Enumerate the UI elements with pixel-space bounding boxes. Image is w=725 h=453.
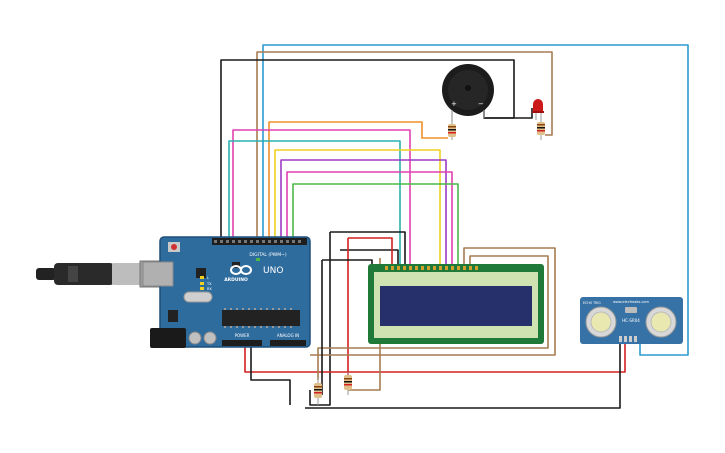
power-jack bbox=[150, 328, 186, 348]
wire-black-lcd-1[interactable] bbox=[330, 231, 406, 266]
lcd-screen bbox=[380, 286, 532, 326]
wire-pink-lcd[interactable] bbox=[232, 129, 411, 266]
wire-pink2-lcd[interactable] bbox=[286, 171, 453, 266]
power-header bbox=[222, 340, 262, 346]
l-label: L bbox=[207, 276, 209, 280]
wire-black-sensor[interactable] bbox=[250, 345, 291, 405]
wire-black-lcd-2[interactable] bbox=[340, 249, 399, 266]
wire-purple-lcd[interactable] bbox=[280, 159, 447, 266]
sensor-brand: www.elecfreaks.com bbox=[613, 300, 650, 304]
resistor-lcd-2[interactable] bbox=[344, 372, 352, 395]
rx-label: RX bbox=[207, 287, 212, 291]
lcd-16x2[interactable] bbox=[368, 264, 544, 344]
resistor-led[interactable] bbox=[537, 120, 545, 140]
wire-black-bottom[interactable] bbox=[305, 340, 621, 409]
wire-brown-lcd-1[interactable] bbox=[310, 247, 556, 356]
wire-yellow-lcd[interactable] bbox=[274, 149, 441, 266]
atmega-chip bbox=[222, 310, 300, 326]
tx-label: TX bbox=[206, 282, 212, 286]
wire-green-lcd[interactable] bbox=[292, 183, 459, 266]
uno-label: UNO bbox=[263, 266, 283, 276]
wire-black-lcd-3[interactable] bbox=[309, 232, 331, 406]
arduino-infinity-logo bbox=[230, 265, 252, 275]
wire-orange-buzzer[interactable] bbox=[268, 121, 448, 240]
analog-header bbox=[270, 340, 306, 346]
resistor-lcd-1[interactable] bbox=[314, 378, 322, 405]
sensor-model: HC-SR04 bbox=[622, 318, 640, 323]
power-label: POWER bbox=[235, 333, 250, 338]
wire-teal-lcd[interactable] bbox=[228, 140, 401, 266]
resistor-buzzer[interactable] bbox=[448, 122, 456, 140]
sensor-left-text: ECHO TRIG bbox=[583, 301, 601, 305]
analog-label: ANALOG IN bbox=[277, 333, 299, 338]
wire-red-power[interactable] bbox=[244, 340, 626, 373]
capacitor-1 bbox=[188, 331, 202, 345]
wire-brown-led[interactable] bbox=[256, 51, 553, 240]
arduino-uno-board[interactable]: DIGITAL (PWM~) TX RX L ARDUINO UNO bbox=[142, 236, 311, 348]
wire-blue-sensor[interactable] bbox=[262, 44, 689, 356]
buzzer-plus-label: + bbox=[451, 100, 457, 108]
piezo-buzzer[interactable]: + − bbox=[442, 64, 494, 122]
digital-header bbox=[212, 238, 307, 245]
digital-label: DIGITAL (PWM~) bbox=[249, 252, 287, 258]
wire-red-lcd[interactable] bbox=[348, 237, 393, 266]
hc-sr04-sensor[interactable]: www.elecfreaks.com ECHO TRIG HC-SR04 bbox=[580, 297, 683, 344]
red-led[interactable] bbox=[532, 99, 544, 120]
capacitor-2 bbox=[203, 331, 217, 345]
arduino-logo-text: ARDUINO bbox=[224, 277, 248, 283]
reset-button[interactable] bbox=[171, 244, 177, 250]
wire-black-led[interactable] bbox=[484, 108, 533, 119]
wire-brown-lcd-2[interactable] bbox=[317, 255, 549, 380]
buzzer-minus-label: − bbox=[478, 100, 484, 108]
